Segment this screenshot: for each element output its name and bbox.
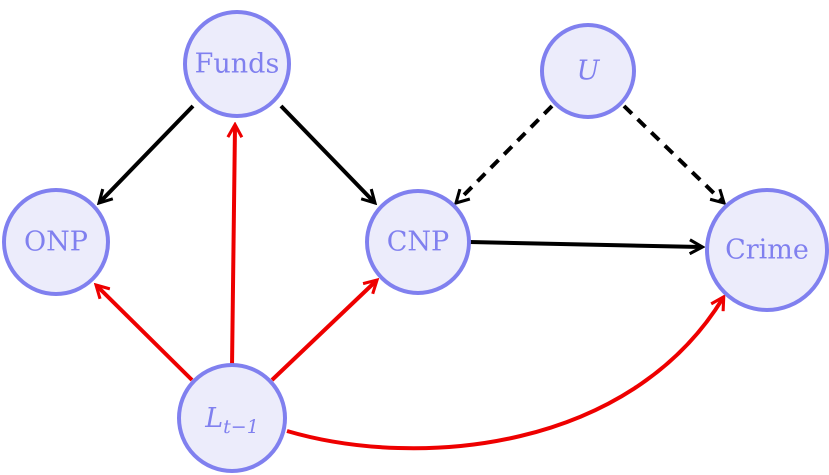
node-cnp: CNP [365, 189, 471, 295]
node-crime-circle [705, 188, 829, 312]
edge-lag-to-crime [286, 298, 723, 451]
edge-lag-to-funds [232, 126, 235, 368]
node-crime-label: Crime [725, 235, 809, 266]
node-cnp-label: CNP [387, 227, 449, 258]
node-lag-label: Lt−1 [204, 403, 259, 439]
node-lag: Lt−1 [177, 363, 287, 473]
edge-funds-to-onp [100, 104, 195, 202]
edge-lag-to-cnp [270, 281, 376, 382]
node-crime: Crime [705, 188, 829, 312]
node-onp-circle [2, 188, 110, 296]
node-u-label: U [577, 56, 601, 87]
edge-u-to-crime [622, 104, 723, 202]
edges [97, 104, 723, 451]
node-lag-symbol: L [204, 403, 223, 434]
node-onp: ONP [2, 188, 110, 296]
node-cnp-circle [365, 189, 471, 295]
node-funds: Funds [183, 10, 291, 118]
node-lag-circle [177, 363, 287, 473]
node-funds-label: Funds [195, 49, 280, 80]
node-u-circle [540, 23, 636, 119]
node-u: U [540, 23, 636, 119]
node-onp-label: ONP [24, 227, 88, 258]
node-funds-circle [183, 10, 291, 118]
edge-u-to-cnp [457, 104, 554, 202]
edge-cnp-to-crime [469, 242, 701, 247]
edge-funds-to-cnp [279, 104, 374, 202]
node-lag-subscript: t−1 [223, 416, 259, 438]
edge-lag-to-onp [97, 286, 194, 382]
